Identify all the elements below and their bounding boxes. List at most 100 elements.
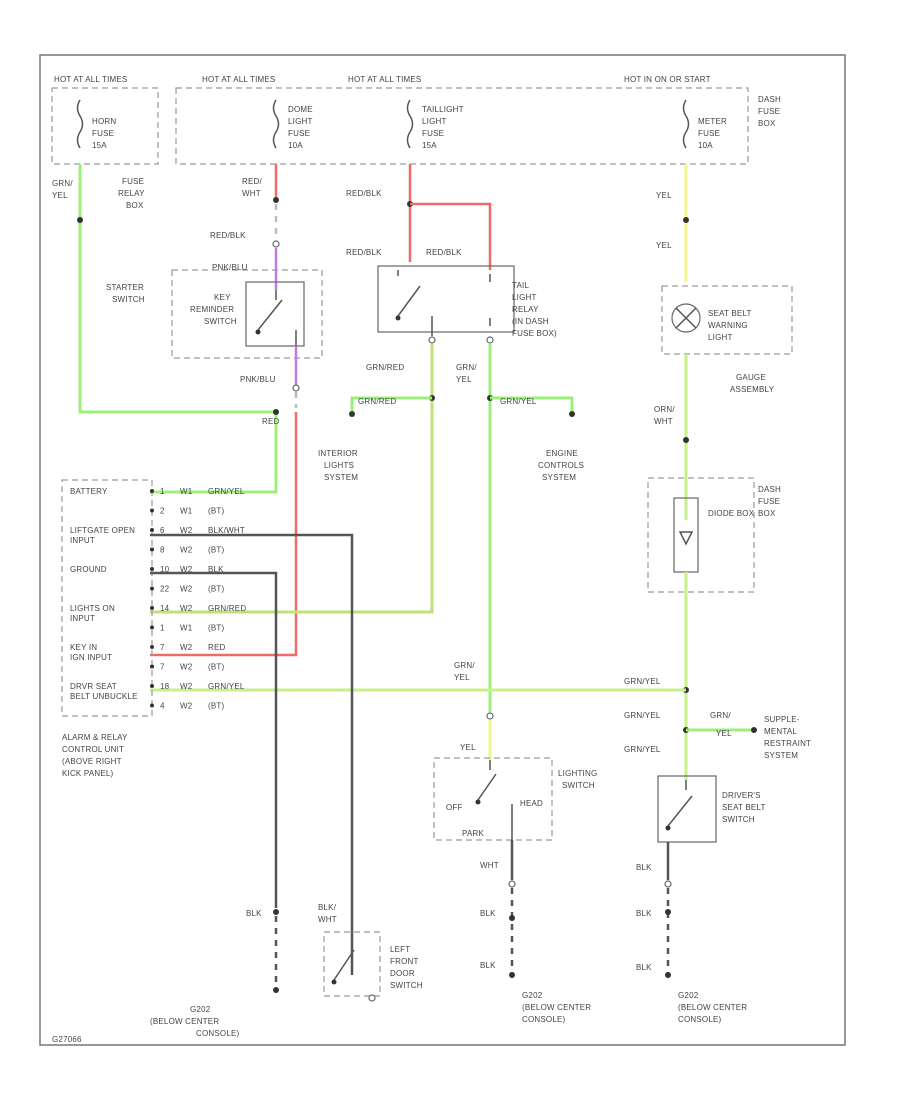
connector-ring — [486, 712, 494, 720]
label-orn-wht: ORN/ — [654, 405, 675, 414]
svg-text:SWITCH: SWITCH — [204, 317, 237, 326]
svg-text:FUSE: FUSE — [122, 177, 144, 186]
label-yel-2: YEL — [656, 241, 672, 250]
hot-at-all-times-label-3: HOT AT ALL TIMES — [348, 75, 421, 84]
label-grn-yel-4b: YEL — [454, 673, 470, 682]
svg-text:FUSE: FUSE — [758, 107, 780, 116]
svg-text:FUSE: FUSE — [698, 129, 720, 138]
alarm-pin-connector: W2 — [180, 546, 193, 555]
alarm-pin-terminal — [150, 664, 154, 669]
svg-text:CONTROL UNIT: CONTROL UNIT — [62, 745, 124, 754]
alarm-pin-terminal — [150, 645, 154, 649]
alarm-pin-wire-color: GRN/RED — [208, 604, 246, 613]
svg-text:RELAY: RELAY — [118, 189, 145, 198]
seat-belt-switch-contact — [668, 780, 704, 826]
label-grn-yel-7: GRN/ — [710, 711, 731, 720]
svg-text:DRIVER'S: DRIVER'S — [722, 791, 761, 800]
alarm-pin-terminal — [150, 684, 154, 688]
svg-text:ALARM & RELAY: ALARM & RELAY — [62, 733, 128, 742]
svg-text:FUSE BOX): FUSE BOX) — [512, 329, 557, 338]
label-grn-yel-3: GRN/YEL — [500, 397, 537, 406]
label-grn-yel-4: GRN/ — [454, 661, 475, 670]
label-red-blk-1: RED/BLK — [210, 231, 246, 240]
alarm-pin-connector: W2 — [180, 526, 193, 535]
diode-icon — [678, 531, 694, 546]
svg-text:HORN: HORN — [92, 117, 116, 126]
lamp-filament — [675, 307, 697, 329]
connector-dot — [273, 197, 279, 203]
label-red-blk-3: RED/BLK — [346, 248, 382, 257]
tail-relay-label: TAIL LIGHT RELAY (IN DASH FUSE BOX) — [512, 281, 557, 338]
label-grn-yel-8: GRN/YEL — [624, 745, 661, 754]
svg-text:SWITCH: SWITCH — [722, 815, 755, 824]
label-grn-yel-1: GRN/ — [52, 179, 73, 188]
label-wht: WHT — [480, 861, 499, 870]
alarm-pin-terminal — [150, 625, 154, 630]
label-grn-yel-5: GRN/YEL — [624, 677, 661, 686]
svg-text:REMINDER: REMINDER — [190, 305, 234, 314]
horn-fuse-box — [51, 87, 159, 165]
connector-dot — [509, 915, 515, 921]
svg-text:INTERIOR: INTERIOR — [318, 449, 358, 458]
connector-dot — [751, 727, 757, 733]
alarm-pin-wire-color: (BT) — [208, 507, 224, 516]
svg-text:LIGHT: LIGHT — [288, 117, 313, 126]
dash-fuse-box-label: DASH FUSE BOX — [758, 95, 781, 128]
svg-text:SUPPLE-: SUPPLE- — [764, 715, 800, 724]
alarm-pin-name: BELT UNBUCKLE — [70, 692, 138, 701]
alarm-pin-number: 1 — [160, 624, 165, 633]
svg-text:CONTROLS: CONTROLS — [538, 461, 584, 470]
alarm-pin-number: 8 — [160, 546, 165, 555]
meter-fuse: METER FUSE 10A — [682, 99, 727, 150]
supplemental-restraint-label: SUPPLE- MENTAL RESTRAINT SYSTEM — [764, 715, 811, 760]
alarm-pin-wire-color: RED — [208, 643, 226, 652]
connector-dot — [77, 217, 83, 223]
svg-text:BOX: BOX — [126, 201, 144, 210]
svg-text:TAILLIGHT: TAILLIGHT — [422, 105, 464, 114]
svg-text:10A: 10A — [288, 141, 303, 150]
svg-text:ENGINE: ENGINE — [546, 449, 578, 458]
wire-grn-yel-engine — [490, 396, 574, 412]
alarm-pin-name: DRVR SEAT — [70, 682, 117, 691]
alarm-pin-number: 2 — [160, 507, 165, 516]
alarm-pin-wire-color: GRN/YEL — [208, 487, 245, 496]
alarm-pin-number: 10 — [160, 565, 170, 574]
svg-text:SYSTEM: SYSTEM — [542, 473, 576, 482]
svg-text:GAUGE: GAUGE — [736, 373, 766, 382]
svg-text:STARTER: STARTER — [106, 283, 144, 292]
svg-text:15A: 15A — [92, 141, 107, 150]
alarm-pin-name: KEY IN — [70, 643, 97, 652]
label-grn-red-1: GRN/RED — [366, 363, 404, 372]
svg-text:METER: METER — [698, 117, 727, 126]
svg-text:LIGHT: LIGHT — [422, 117, 447, 126]
lighting-off-label: OFF — [446, 803, 463, 812]
alarm-pin-terminal — [150, 489, 154, 493]
alarm-pin-connector: W2 — [180, 682, 193, 691]
svg-text:15A: 15A — [422, 141, 437, 150]
svg-text:FUSE: FUSE — [758, 497, 780, 506]
door-switch-contact — [333, 949, 355, 981]
label-red: RED — [262, 417, 280, 426]
connector-dot — [665, 909, 671, 915]
svg-text:ASSEMBLY: ASSEMBLY — [730, 385, 775, 394]
alarm-pin-name: INPUT — [70, 614, 95, 623]
alarm-pin-number: 14 — [160, 604, 170, 613]
svg-text:LIGHTS: LIGHTS — [324, 461, 354, 470]
starter-switch-box — [171, 269, 323, 359]
label-blk-wht-b: WHT — [318, 915, 337, 924]
label-orn-wht-b: WHT — [654, 417, 673, 426]
alarm-pin-connector: W1 — [180, 507, 193, 516]
alarm-pin-terminal — [150, 703, 154, 708]
alarm-pin-row: 2 W1 (BT) — [150, 507, 224, 516]
svg-text:SYSTEM: SYSTEM — [764, 751, 798, 760]
drivers-seat-belt-label: DRIVER'S SEAT BELT SWITCH — [722, 791, 765, 824]
label-blk-wht: BLK/ — [318, 903, 337, 912]
gauge-assembly-label: GAUGE ASSEMBLY — [730, 373, 775, 394]
svg-text:RESTRAINT: RESTRAINT — [764, 739, 811, 748]
interior-lights-label: INTERIOR LIGHTS SYSTEM — [318, 449, 358, 482]
svg-text:SWITCH: SWITCH — [390, 981, 423, 990]
